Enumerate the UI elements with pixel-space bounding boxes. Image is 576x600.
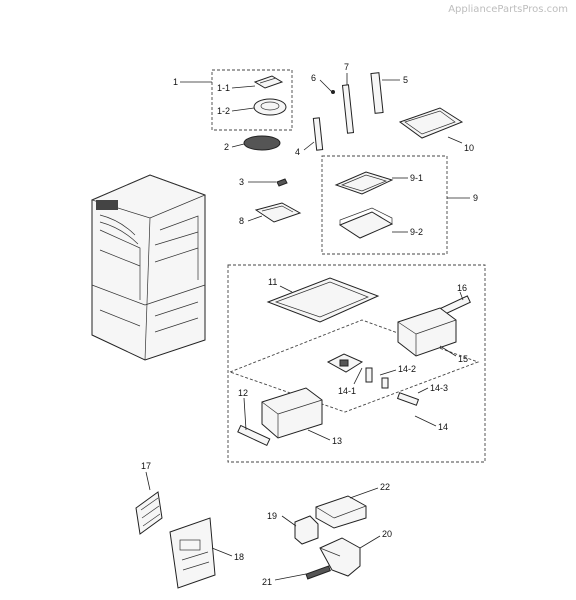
label-12: 12 — [238, 388, 248, 398]
label-4: 4 — [295, 147, 300, 157]
label-19: 19 — [267, 511, 277, 521]
part-6 — [331, 90, 335, 94]
part-2 — [243, 135, 281, 151]
label-8: 8 — [239, 216, 244, 226]
label-9-2: 9-2 — [410, 227, 423, 237]
label-5: 5 — [403, 75, 408, 85]
label-1-2: 1-2 — [217, 106, 230, 116]
part-9-1 — [334, 171, 394, 195]
part-15 — [397, 307, 457, 357]
label-20: 20 — [382, 529, 392, 539]
label-3: 3 — [239, 177, 244, 187]
part-11 — [266, 277, 380, 323]
part-19 — [294, 515, 319, 545]
label-2: 2 — [224, 142, 229, 152]
label-13: 13 — [332, 436, 342, 446]
label-14-2: 14-2 — [398, 364, 416, 374]
label-15: 15 — [458, 354, 468, 364]
label-11: 11 — [268, 277, 277, 287]
part-4 — [312, 117, 324, 151]
label-6: 6 — [311, 73, 316, 83]
part-9-2 — [338, 207, 394, 239]
refrigerator-cabinet — [90, 174, 206, 361]
label-18: 18 — [234, 552, 244, 562]
label-9-1: 9-1 — [410, 173, 423, 183]
label-14-3: 14-3 — [430, 383, 448, 393]
label-1-1: 1-1 — [217, 83, 230, 93]
label-10: 10 — [464, 143, 474, 153]
label-22: 22 — [380, 482, 390, 492]
label-9: 9 — [473, 193, 478, 203]
label-1: 1 — [173, 77, 178, 87]
part-17 — [135, 491, 163, 535]
part-21 — [305, 565, 331, 580]
part-14-1 — [326, 353, 364, 373]
part-7 — [341, 84, 355, 134]
label-14-1: 14-1 — [338, 386, 356, 396]
part-1-2 — [253, 98, 287, 116]
part-5 — [370, 72, 384, 114]
part-14-2 — [365, 367, 389, 389]
group-1-box — [211, 69, 293, 131]
part-18 — [169, 517, 216, 589]
part-8 — [254, 202, 302, 223]
label-14: 14 — [438, 422, 448, 432]
label-21: 21 — [262, 577, 272, 587]
part-13 — [261, 387, 323, 439]
part-20 — [319, 537, 361, 577]
part-3 — [276, 178, 288, 187]
watermark: AppliancePartsPros.com — [448, 4, 568, 15]
label-17: 17 — [141, 461, 151, 471]
part-12 — [237, 424, 271, 447]
part-10 — [398, 107, 464, 139]
part-22 — [315, 495, 367, 529]
label-7: 7 — [344, 62, 349, 72]
group-9-box — [321, 155, 448, 255]
part-labels: 1 1-1 1-2 2 3 4 5 6 7 8 9 9-1 9-2 10 11 … — [141, 62, 478, 587]
leader-lines — [145, 73, 470, 581]
part-14-3 — [396, 392, 420, 406]
part-1-1 — [253, 75, 284, 89]
label-16: 16 — [457, 283, 467, 293]
crisper-group-box — [227, 264, 486, 463]
